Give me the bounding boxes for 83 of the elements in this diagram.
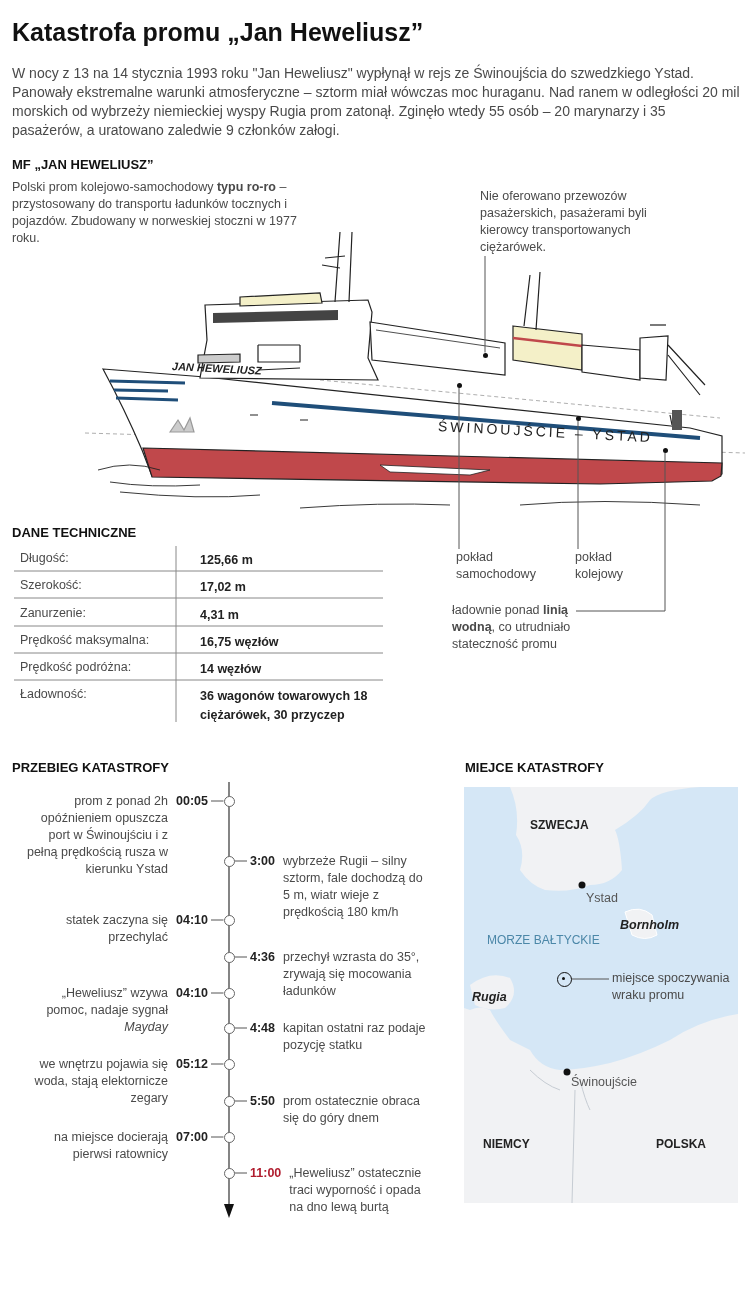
- timeline-marker: [223, 914, 235, 926]
- event-time: 5:50: [250, 1093, 276, 1110]
- event-description: wybrzeże Rugii – silny sztorm, fale dochodzą do 5 m, wiatr wieje z prędkością 180 km/h: [283, 853, 424, 921]
- city-label: Świnoujście: [571, 1075, 637, 1089]
- table-cell-text: 4,31 m: [200, 607, 240, 624]
- timeline-marker: [223, 855, 235, 867]
- country-label: SZWECJA: [530, 818, 589, 832]
- event-time: 04:10: [176, 985, 208, 1002]
- event-time: 04:10: [176, 912, 208, 929]
- timeline-marker: [223, 1058, 235, 1070]
- timeline-marker: [223, 987, 235, 999]
- hull-lettering: ŚWINOUJŚCIE – YSTAD: [437, 418, 654, 446]
- connector-line: [210, 800, 224, 802]
- annotation-text: ładownie ponad linią wodną, co utrudniało stateczność promu: [452, 602, 576, 653]
- marker-dot: [662, 447, 668, 453]
- table-cell-text: Prędkość podróżna:: [20, 660, 133, 674]
- marker-dot: [575, 415, 581, 421]
- event-description: prom z ponad 2h opóźnieniem opuszcza port w Świnoujściu i z pełną prędkością rusza w kierunku Ystad: [25, 793, 168, 878]
- island-label: Rugia: [472, 990, 507, 1004]
- connector-line: [234, 956, 248, 958]
- table-cell-text: Zanurzenie:: [20, 606, 87, 620]
- timeline-marker: [223, 795, 235, 807]
- timeline-marker: [223, 1167, 235, 1179]
- leader-line: [484, 255, 486, 353]
- marker-dot: [456, 382, 462, 388]
- connector-line: [210, 1136, 224, 1138]
- section-heading: PRZEBIEG KATASTROFY: [12, 760, 169, 775]
- event-description: prom ostatecznie obraca się do góry dnem: [283, 1093, 421, 1127]
- leader-line: [577, 420, 579, 550]
- table-cell-text: 125,66 m: [200, 552, 254, 569]
- timeline-marker: [223, 1131, 235, 1143]
- connector-line: [234, 860, 248, 862]
- annotation-text: miejsce spoczywania wraku promu: [612, 970, 742, 1004]
- table-cell-text: Prędkość maksymalna:: [20, 633, 151, 647]
- section-heading: MIEJCE KATASTROFY: [465, 760, 604, 775]
- leader-line: [571, 978, 610, 980]
- description-text: Polski prom kolejowo-samochodowy typu ro-ro – przystosowany do transportu ładunków tocznych i pojazdów. Zbudowany w norweskiej stoczni w 1977 roku.: [12, 179, 298, 247]
- section-heading: MF „JAN HEWELIUSZ”: [12, 157, 154, 172]
- title: Katastrofa promu „Jan Heweliusz”: [12, 18, 424, 47]
- table-cell-text: 36 wagonów towarowych 18 ciężarówek, 30 przyczep: [200, 688, 369, 724]
- event-time: 07:00: [176, 1129, 208, 1146]
- annotation-text: pokład samochodowy: [456, 549, 566, 583]
- city-label: Ystad: [586, 891, 618, 905]
- table-cell-text: Długość:: [20, 551, 70, 565]
- event-time: 4:48: [250, 1020, 276, 1037]
- table-cell-text: 14 węzłów: [200, 661, 263, 678]
- sea-label: MORZE BAŁTYCKIE: [487, 933, 600, 947]
- hull-lettering: JAN HEWELIUSZ: [171, 360, 263, 377]
- table-cell-text: Szerokość:: [20, 578, 83, 592]
- section-heading: DANE TECHNICZNE: [12, 525, 137, 540]
- event-time: 3:00: [250, 853, 276, 870]
- table-cell-text: Ładowność:: [20, 687, 88, 701]
- event-time: 00:05: [176, 793, 208, 810]
- annotation-text: pokład kolejowy: [575, 549, 655, 583]
- table-cell-text: 16,75 węzłów: [200, 634, 280, 651]
- event-time: 11:00: [250, 1165, 282, 1182]
- event-description: we wnętrzu pojawia się woda, stają elektornicze zegary: [33, 1056, 168, 1107]
- timeline-marker: [223, 1095, 235, 1107]
- connector-line: [210, 919, 224, 921]
- table-cell-text: 17,02 m: [200, 579, 247, 596]
- leader-line: [458, 387, 460, 550]
- connector-line: [210, 1063, 224, 1065]
- marker-dot: [482, 352, 488, 358]
- annotation-text: Nie oferowano przewozów pasażerskich, pasażerami byli kierowcy transportowanych ciężarówek.: [480, 188, 690, 256]
- timeline-marker: [223, 1022, 235, 1034]
- timeline-marker: [223, 951, 235, 963]
- event-description: kapitan ostatni raz podaje pozycję statku: [283, 1020, 427, 1054]
- connector-line: [210, 992, 224, 994]
- leader-line: [575, 452, 666, 612]
- event-description: „Heweliusz” wzywa pomoc, nadaje sygnał Mayday: [45, 985, 168, 1036]
- island-label: Bornholm: [620, 918, 680, 932]
- connector-line: [234, 1100, 248, 1102]
- event-description: statek zaczyna się przechylać: [64, 912, 168, 946]
- country-label: POLSKA: [656, 1137, 706, 1151]
- event-description: „Heweliusz” ostatecznie traci wyporność i opada na dno lewą burtą: [289, 1165, 423, 1216]
- event-description: przechył wzrasta do 35°, zrywają się mocowania ładunków: [283, 949, 421, 1000]
- event-time: 4:36: [250, 949, 276, 966]
- country-label: NIEMCY: [483, 1137, 530, 1151]
- event-time: 05:12: [176, 1056, 208, 1073]
- intro-text: W nocy z 13 na 14 stycznia 1993 roku "Jan Heweliusz" wypłynął w rejs ze Świnoujścia do szwedzkiego Ystad. Panowały ekstremalne warunki atmosferyczne – sztorm miał wówczas moc huraganu. Nad ranem w odległości 20 mil morskich od wybrzeży niemieckiej wyspy Rugia prom zatonął. Zginęło wtedy 55 osób – 20 marynarzy i 35 pasażerów, a uratowano zaledwie 9 członków załogi.: [12, 64, 740, 140]
- connector-line: [234, 1027, 248, 1029]
- event-description: na miejsce docierają pierwsi ratownicy: [53, 1129, 168, 1163]
- connector-line: [234, 1172, 248, 1174]
